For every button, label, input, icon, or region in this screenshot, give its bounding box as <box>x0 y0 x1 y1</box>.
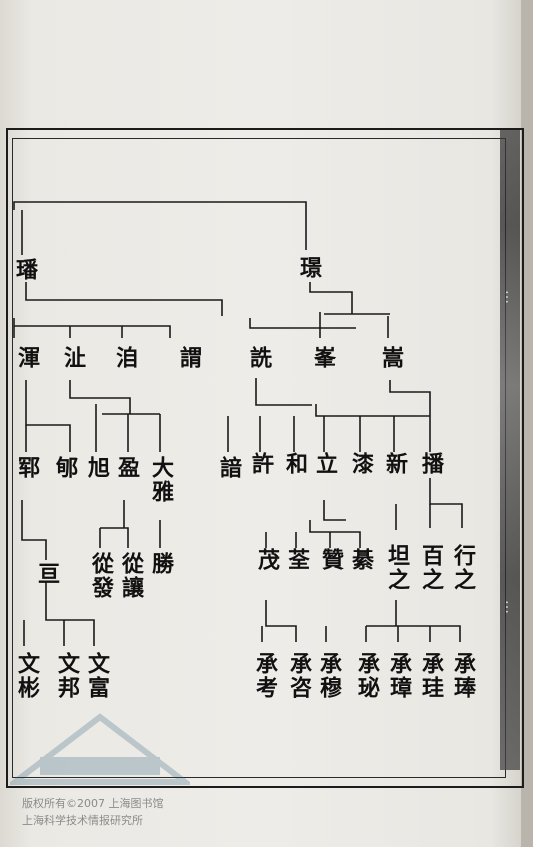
node-wenfu: 文富 <box>84 652 110 700</box>
node-chenggui: 承珪 <box>418 652 444 700</box>
node-quan: 荃 <box>284 548 310 572</box>
node-congfa: 從發 <box>88 552 114 600</box>
node-shen: 詵 <box>246 346 272 370</box>
node-bo: 播 <box>418 452 444 476</box>
folio-mark: … <box>502 600 518 614</box>
node-wei: 謂 <box>176 346 202 370</box>
node-chengzhang: 承璋 <box>386 652 412 700</box>
node-zan: 贊 <box>318 548 344 572</box>
node-sheng: 勝 <box>148 552 174 576</box>
node-xun: 郇 <box>52 456 78 480</box>
node-song: 嵩 <box>378 346 404 370</box>
node-an: 諳 <box>216 456 242 480</box>
spine-title: … <box>502 290 518 305</box>
outer-frame <box>6 128 524 788</box>
node-xu2: 許 <box>248 452 274 476</box>
copyright-watermark: 版权所有©2007 上海图书馆 <box>22 797 164 810</box>
node-chengbeng: 承琫 <box>450 652 476 700</box>
node-congrang: 從讓 <box>118 552 144 600</box>
node-he: 和 <box>282 452 308 476</box>
node-ying: 盈 <box>114 456 140 480</box>
node-chengzi: 承咨 <box>286 652 312 700</box>
node-ji: 洎 <box>112 346 138 370</box>
node-wenbin: 文彬 <box>14 652 40 700</box>
node-fan: 璠 <box>12 258 38 282</box>
node-daya: 大雅 <box>148 456 174 504</box>
node-qi2: 綦 <box>348 548 374 572</box>
node-chengkao: 承考 <box>252 652 278 700</box>
node-xu: 旭 <box>84 456 110 480</box>
library-seal-watermark <box>10 713 190 785</box>
node-mao: 茂 <box>254 548 280 572</box>
node-wenbang: 文邦 <box>54 652 80 700</box>
node-xingzhi: 行之 <box>450 544 476 592</box>
node-xin: 新 <box>382 452 408 476</box>
node-qi: 漆 <box>348 452 374 476</box>
node-tanzhi: 坦之 <box>384 544 410 592</box>
node-feng: 峯 <box>310 346 336 370</box>
page-edge <box>521 0 533 847</box>
node-zhi: 沚 <box>60 346 86 370</box>
node-yun: 郓 <box>14 456 40 480</box>
node-hun: 渾 <box>14 346 40 370</box>
node-chengmu: 承穆 <box>316 652 342 700</box>
node-baizhi: 百之 <box>418 544 444 592</box>
institute-watermark: 上海科学技术情报研究所 <box>22 814 143 827</box>
spine-column <box>500 130 520 770</box>
node-li: 立 <box>312 452 338 476</box>
node-chengbi: 承珌 <box>354 652 380 700</box>
node-jing: 璟 <box>296 256 322 280</box>
node-gen: 亘 <box>34 562 60 586</box>
